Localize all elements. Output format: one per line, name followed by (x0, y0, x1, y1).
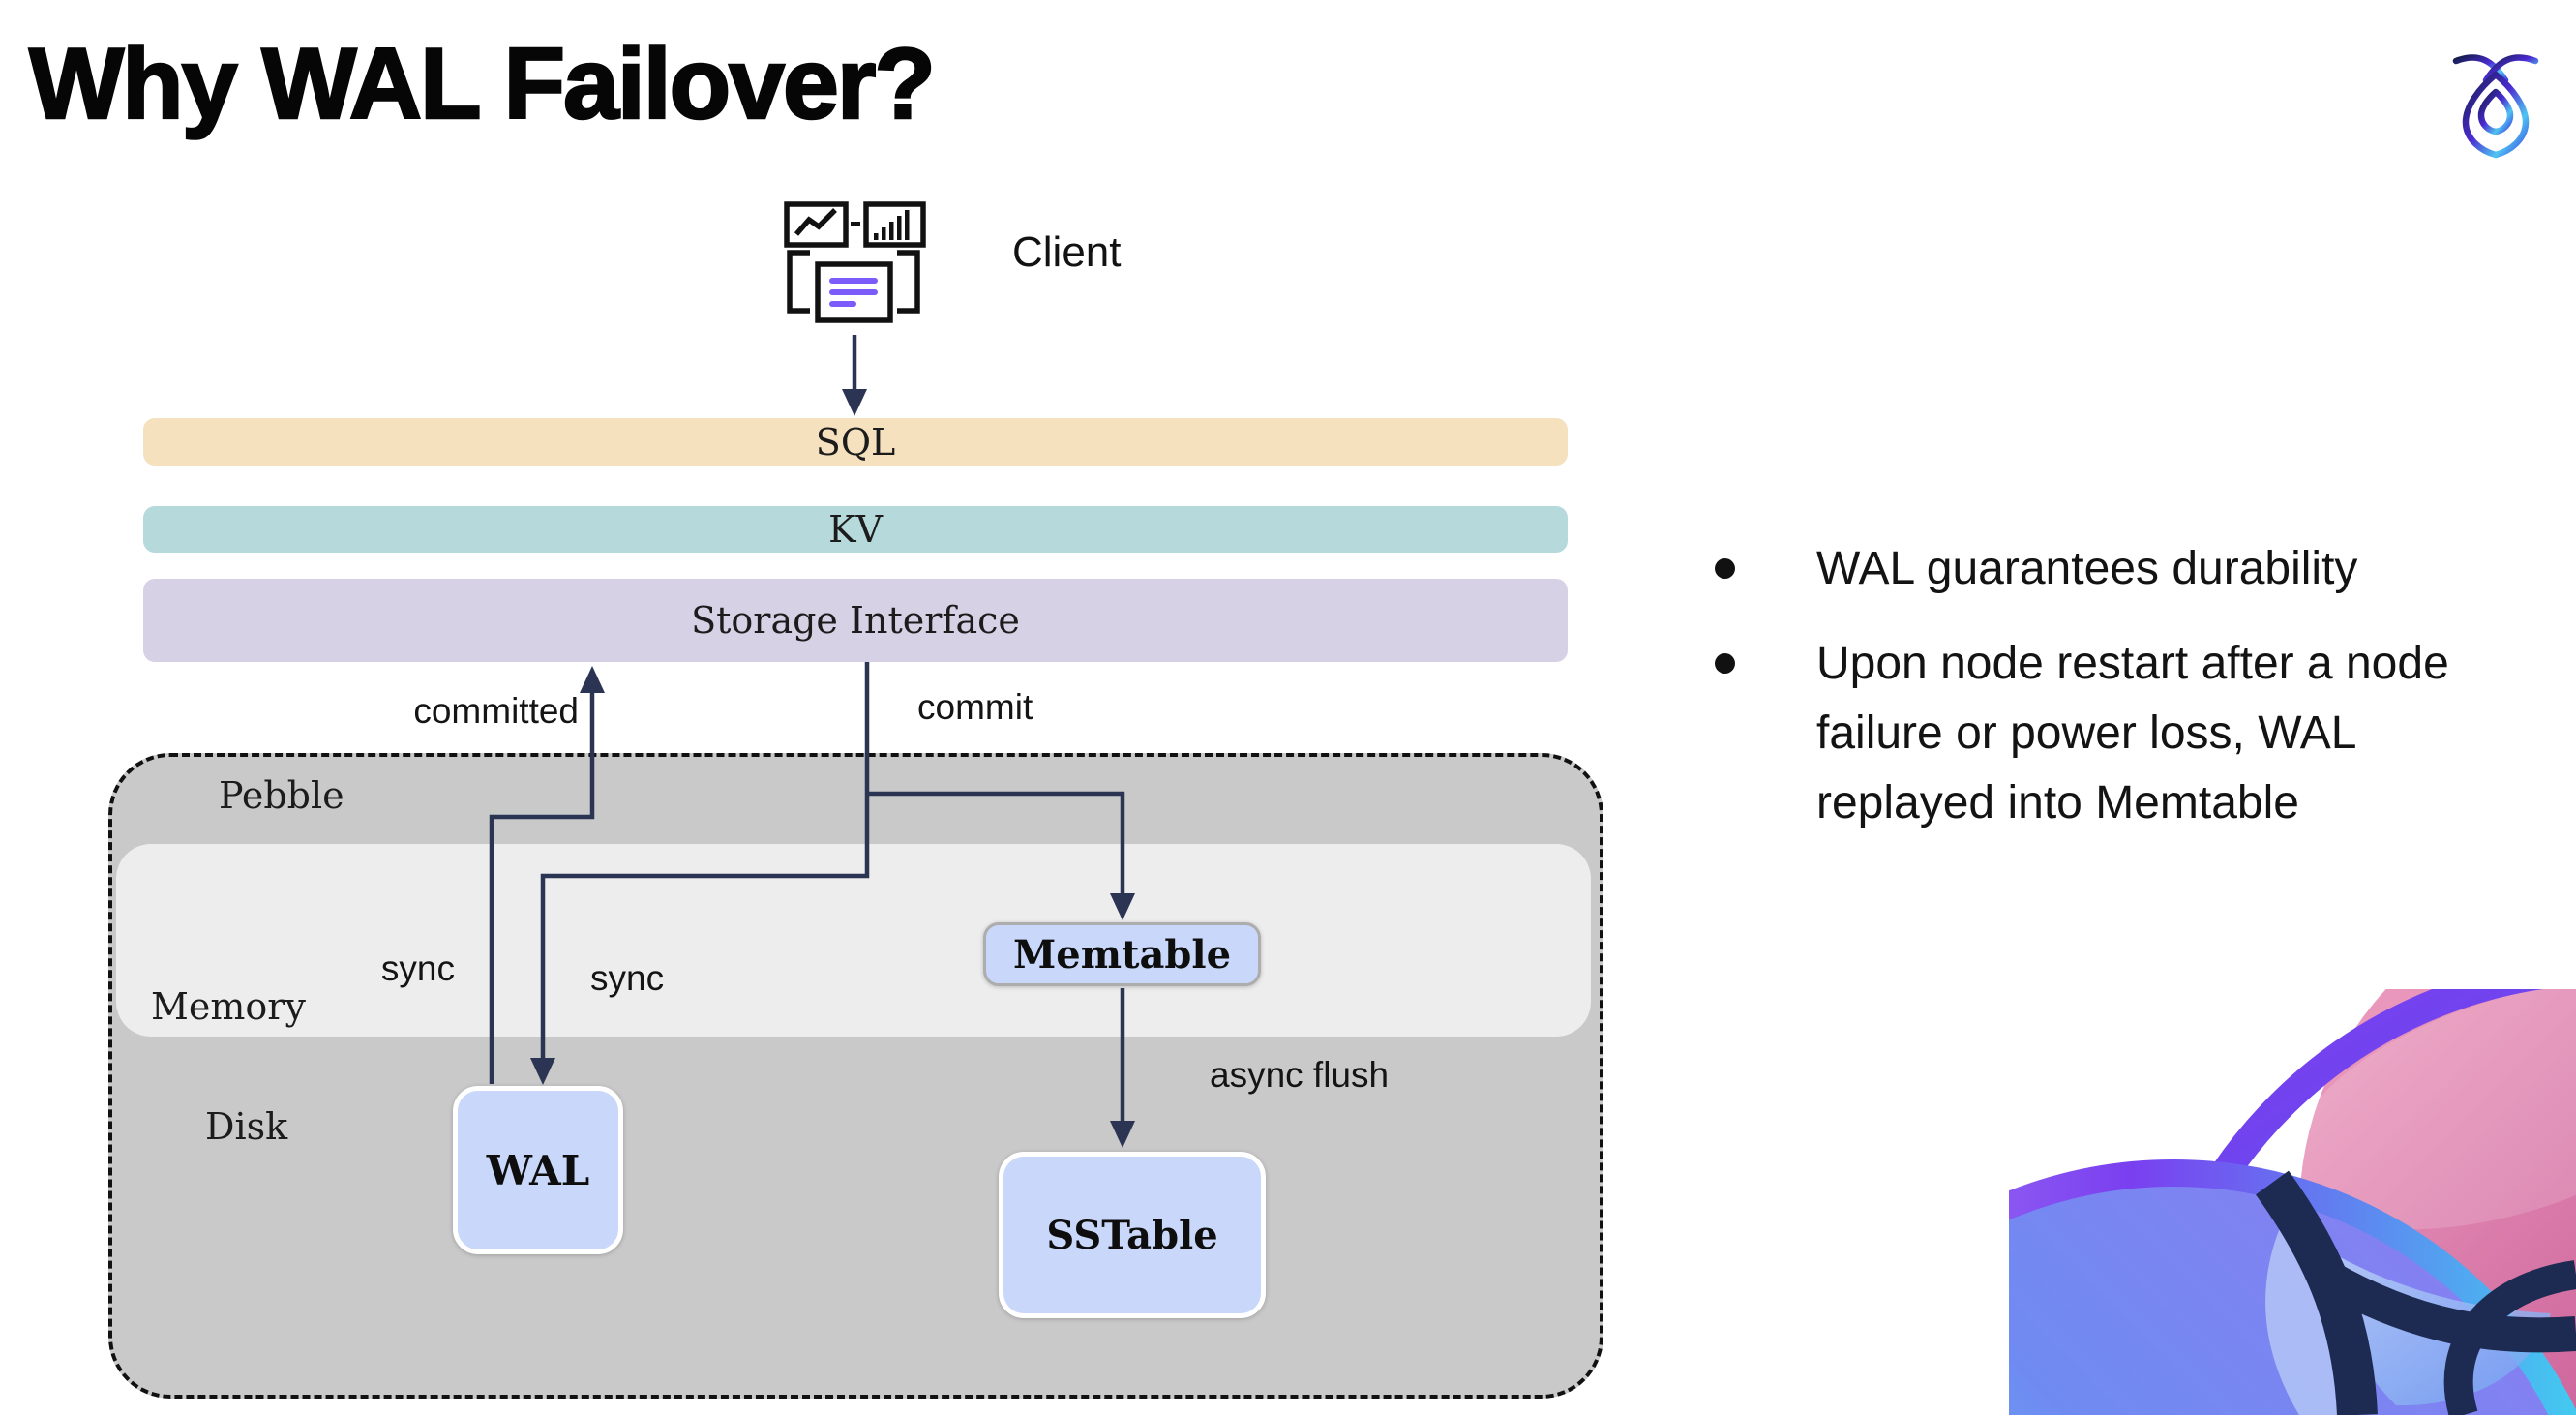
client-to-sql-arrow (842, 335, 867, 416)
bullet-list: WAL guarantees durability Upon node rest… (1715, 534, 2494, 838)
memtable-label: Memtable (1012, 931, 1232, 978)
async-flush-arrow-label: async flush (1210, 1055, 1390, 1095)
client-app-icon (784, 201, 926, 323)
page-title: Why WAL Failover? (28, 27, 937, 142)
bullet-dot-icon (1715, 653, 1735, 674)
memtable-box: Memtable (983, 922, 1261, 986)
list-item: Upon node restart after a node failure o… (1715, 629, 2494, 838)
pebble-label: Pebble (219, 774, 344, 817)
layer-kv-label: KV (828, 508, 883, 551)
wal-label: WAL (486, 1146, 590, 1194)
committed-arrow-label: committed (413, 691, 579, 731)
layer-storage-interface: Storage Interface (143, 579, 1568, 662)
layer-storage-interface-label: Storage Interface (691, 599, 1020, 642)
wal-box: WAL (453, 1086, 623, 1254)
disk-label: Disk (205, 1105, 288, 1148)
client-label: Client (1012, 228, 1122, 276)
sstable-label: SSTable (1046, 1212, 1218, 1258)
bullet-text: Upon node restart after a node failure o… (1816, 638, 2449, 828)
layer-kv: KV (143, 506, 1568, 553)
bullet-text: WAL guarantees durability (1816, 543, 2358, 594)
memory-label: Memory (151, 985, 306, 1028)
cockroachdb-logo-icon (2452, 54, 2539, 159)
left-bracket-icon (787, 250, 810, 314)
sync-ack-arrow-label: sync (380, 948, 455, 988)
right-bracket-icon (897, 250, 920, 314)
sstable-box: SSTable (999, 1152, 1266, 1318)
bullet-dot-icon (1715, 558, 1735, 579)
layer-sql: SQL (143, 418, 1568, 466)
brand-corner-art-icon (2009, 989, 2576, 1415)
layer-sql-label: SQL (815, 420, 896, 464)
memory-region (116, 844, 1591, 1037)
commit-arrow-label: commit (917, 687, 1033, 727)
list-item: WAL guarantees durability (1715, 534, 2494, 604)
sync-write-arrow-label: sync (590, 958, 665, 998)
